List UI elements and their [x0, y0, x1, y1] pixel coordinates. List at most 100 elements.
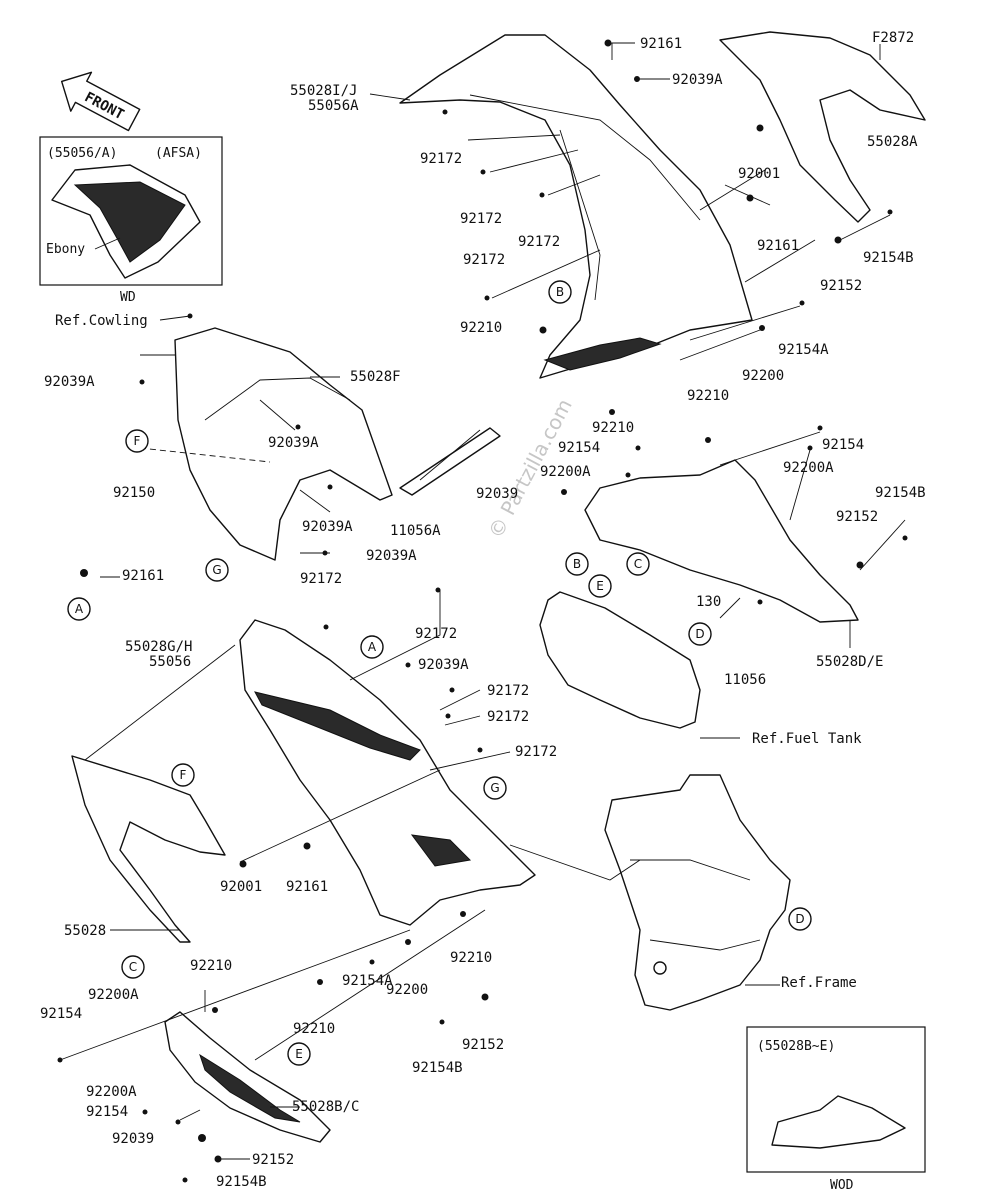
- bolt-92039-mid: [561, 489, 567, 495]
- bolt-92210-4: [212, 1007, 218, 1013]
- label-92154b-lo2: 92154B: [216, 1174, 267, 1190]
- label-92154-lo: 92154: [40, 1006, 82, 1022]
- inset-wd-caption: WD: [120, 290, 136, 305]
- bolt-92161-lo: [303, 842, 311, 850]
- label-92154b-top: 92154B: [863, 250, 914, 266]
- label-92152-r: 92152: [836, 509, 878, 525]
- label-92152-lo2: 92152: [252, 1152, 294, 1168]
- label-55028: 55028: [64, 923, 106, 939]
- marker-e-lo: E: [295, 1047, 303, 1061]
- bolt-92172-3: [539, 192, 545, 198]
- marker-d-mid-circle: [688, 622, 712, 646]
- ref-cowling-label: Ref.Cowling: [55, 313, 148, 329]
- label-92150: 92150: [113, 485, 155, 501]
- bolt-92172-5: [323, 624, 329, 630]
- bolt-92154a-lo: [369, 959, 375, 965]
- marker-d-frame-circle: [788, 907, 812, 931]
- leader-92172-9: [429, 751, 511, 771]
- bolt-92172-2: [480, 169, 486, 175]
- marker-g-lo: G: [490, 781, 499, 795]
- bolt-92154b-r: [902, 535, 908, 541]
- bolt-92161-left: [80, 569, 88, 577]
- bolt-92172-9: [477, 747, 483, 753]
- marker-f-lo-circle: [171, 763, 195, 787]
- label-92210-2: 92210: [592, 420, 634, 436]
- frame-ref: [604, 774, 791, 1011]
- leader-92172-8: [444, 715, 481, 726]
- label-92200a-lo: 92200A: [88, 987, 139, 1003]
- leader-92172-2: [489, 149, 579, 173]
- label-92039a-b2: 92039A: [366, 548, 417, 564]
- marker-e-lo-circle: [287, 1042, 311, 1066]
- label-92154a-lo: 92154A: [342, 973, 393, 989]
- bolt-92039a-lo: [405, 662, 411, 668]
- marker-e-mid-circle: [588, 574, 612, 598]
- leader-92172-7: [439, 689, 481, 711]
- label-92200a-lo2: 92200A: [86, 1084, 137, 1100]
- leader-92172-1: [467, 134, 561, 141]
- leader-92161-top: [611, 42, 635, 60]
- label-92200a-mid: 92200A: [540, 464, 591, 480]
- label-92172-5: 92172: [300, 571, 342, 587]
- label-92172-9: 92172: [515, 744, 557, 760]
- leader-92172-3: [547, 174, 601, 196]
- label-92172-1: 92172: [420, 151, 462, 167]
- label-92154-mid: 92154: [558, 440, 600, 456]
- label-55028ij: 55028I/J: [290, 83, 357, 99]
- leader-92154-r: [719, 431, 821, 466]
- label-92210-5: 92210: [293, 1021, 335, 1037]
- bolt-92039a-b2: [322, 550, 328, 556]
- side-cowl-55028de-shape: [584, 459, 859, 623]
- marker-g-top: G: [212, 563, 221, 577]
- label-92200-lo: 92200: [386, 982, 428, 998]
- leader-lines: [59, 42, 906, 1160]
- label-92039a-left: 92039A: [44, 374, 95, 390]
- label-55028de: 55028D/E: [816, 654, 883, 670]
- marker-b-mid: B: [573, 557, 581, 571]
- fuel-tank-ref: [539, 591, 701, 729]
- bolt-92172-8: [445, 713, 451, 719]
- marker-a-left-circle: [67, 597, 91, 621]
- marker-e-mid: E: [596, 579, 604, 593]
- label-92001-top: 92001: [738, 166, 780, 182]
- leader-92154-lo: [59, 929, 411, 1061]
- leader-92200a-r: [789, 449, 811, 521]
- leader-55056: [84, 644, 236, 761]
- bolt-92154-lo: [57, 1057, 63, 1063]
- leader-92172-4: [491, 249, 601, 299]
- bolt-92039a-left: [139, 379, 145, 385]
- label-92152-lo: 92152: [462, 1037, 504, 1053]
- label-92154-lo2: 92154: [86, 1104, 128, 1120]
- front-arrow-shape: [60, 71, 141, 132]
- leader-92154b-top: [839, 214, 891, 241]
- label-92161-lo: 92161: [286, 879, 328, 895]
- leader-92039a-mid: [259, 399, 296, 431]
- bolt-92161-mid: [746, 194, 754, 202]
- leader-11056a: [419, 429, 481, 481]
- label-92172-8: 92172: [487, 709, 529, 725]
- marker-b-top: B: [556, 285, 564, 299]
- label-92154b-lo: 92154B: [412, 1060, 463, 1076]
- label-92210-3: 92210: [687, 388, 729, 404]
- bolt-92001-top: [756, 124, 764, 132]
- label-55056a: 55056A: [308, 98, 359, 114]
- bolt-92001-lo: [239, 860, 247, 868]
- marker-g-top-circle: [205, 558, 229, 582]
- leader-92001-top: [699, 169, 766, 211]
- bolt-92161-top: [604, 39, 612, 47]
- marker-f-top-circle: [125, 429, 149, 453]
- bolt-92039a-mid: [295, 424, 301, 430]
- leader-92154a-top: [689, 305, 801, 341]
- label-92172-4: 92172: [463, 252, 505, 268]
- label-92210-4: 92210: [190, 958, 232, 974]
- label-92154-r: 92154: [822, 437, 864, 453]
- marker-c-lo: C: [129, 960, 137, 974]
- label-55056: 55056: [149, 654, 191, 670]
- marker-c-mid: C: [634, 557, 642, 571]
- marker-c-lo-circle: [121, 955, 145, 979]
- label-92200a-r: 92200A: [783, 460, 834, 476]
- leader-92210-5: [254, 909, 486, 1061]
- label-92039a-top: 92039A: [672, 72, 723, 88]
- label-92172-3: 92172: [518, 234, 560, 250]
- label-55028a: 55028A: [867, 134, 918, 150]
